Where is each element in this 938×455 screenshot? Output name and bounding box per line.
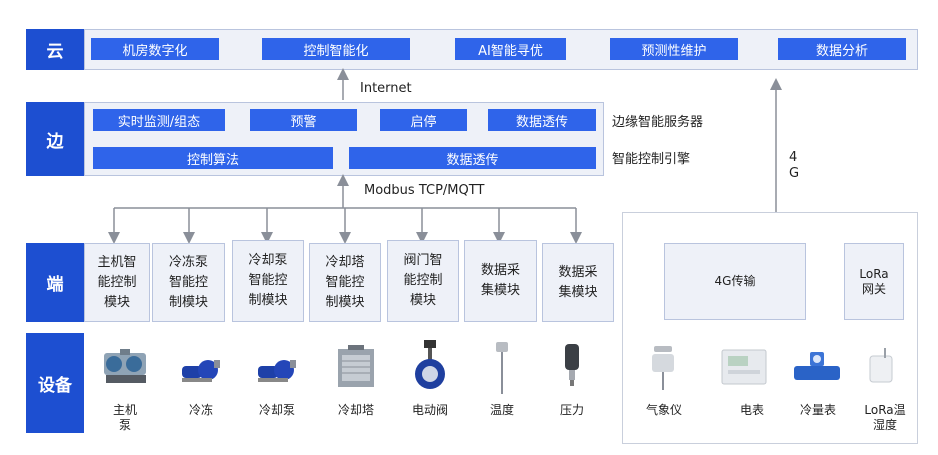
- device-label-chiller: 主机泵: [112, 403, 137, 432]
- device-layer-label: 设备: [26, 333, 84, 433]
- chilled-pump-icon: [178, 348, 224, 388]
- power-meter-icon: [720, 348, 768, 386]
- control-engine-note: 智能控制引擎: [612, 152, 691, 167]
- humidity-sensor-icon: [864, 346, 898, 386]
- edge-item-data-passthrough: 数据透传: [488, 109, 596, 131]
- module-cooling-pump-control: 冷却泵智能控制模块: [232, 240, 304, 322]
- gateway-4g: 4G传输: [664, 243, 806, 320]
- device-label-power-meter: 电表: [739, 403, 764, 417]
- device-label-lora-humidity: LoRa温湿度: [864, 403, 906, 432]
- edge-item-monitoring: 实时监测/组态: [93, 109, 225, 131]
- terminal-layer-label: 端: [26, 243, 84, 322]
- edge-item-start-stop: 启停: [380, 109, 467, 131]
- flow-meter-icon: [792, 348, 842, 386]
- device-label-temperature: 温度: [489, 403, 514, 417]
- cloud-layer-label: 云: [26, 29, 84, 70]
- internet-label: Internet: [360, 81, 412, 96]
- pressure-sensor-icon: [560, 342, 584, 388]
- module-data-acquisition-1: 数据采集模块: [464, 240, 537, 322]
- device-label-chilled-pump: 冷冻: [188, 403, 213, 417]
- cooling-tower-icon: [332, 343, 380, 393]
- cloud-item-intelligent-control: 控制智能化: [262, 38, 410, 60]
- edge-layer-label: 边: [26, 102, 84, 176]
- cloud-item-predictive-maintenance: 预测性维护: [610, 38, 738, 60]
- edge-item-data-passthrough-2: 数据透传: [349, 147, 596, 169]
- modbus-label: Modbus TCP/MQTT: [364, 183, 485, 198]
- device-label-cooling-pump: 冷却泵: [258, 403, 295, 417]
- cooling-pump-icon: [254, 348, 300, 388]
- cloud-item-ai-optimization: AI智能寻优: [455, 38, 566, 60]
- cloud-item-digitization: 机房数字化: [91, 38, 219, 60]
- device-label-pressure: 压力: [559, 403, 584, 417]
- device-label-electric-valve: 电动阀: [411, 403, 448, 417]
- module-chiller-control: 主机智能控制模块: [84, 243, 150, 322]
- edge-server-note: 边缘智能服务器: [612, 115, 704, 130]
- device-label-weather-station: 气象仪: [645, 403, 682, 417]
- four-g-label: 4 G: [789, 150, 800, 181]
- edge-item-control-algorithm: 控制算法: [93, 147, 333, 169]
- module-valve-control: 阀门智能控制模块: [387, 240, 459, 322]
- device-label-flow-meter: 冷量表: [799, 403, 836, 417]
- electric-valve-icon: [412, 338, 448, 394]
- module-data-acquisition-2: 数据采集模块: [542, 243, 614, 322]
- temperature-sensor-icon: [492, 340, 512, 396]
- cloud-item-data-analysis: 数据分析: [778, 38, 906, 60]
- module-cooling-tower-control: 冷却塔智能控制模块: [309, 243, 381, 322]
- device-label-cooling-tower: 冷却塔: [337, 403, 374, 417]
- edge-item-warning: 预警: [250, 109, 357, 131]
- weather-station-icon: [644, 342, 682, 392]
- module-chilled-pump-control: 冷冻泵智能控制模块: [152, 243, 225, 322]
- chiller-icon: [98, 345, 154, 389]
